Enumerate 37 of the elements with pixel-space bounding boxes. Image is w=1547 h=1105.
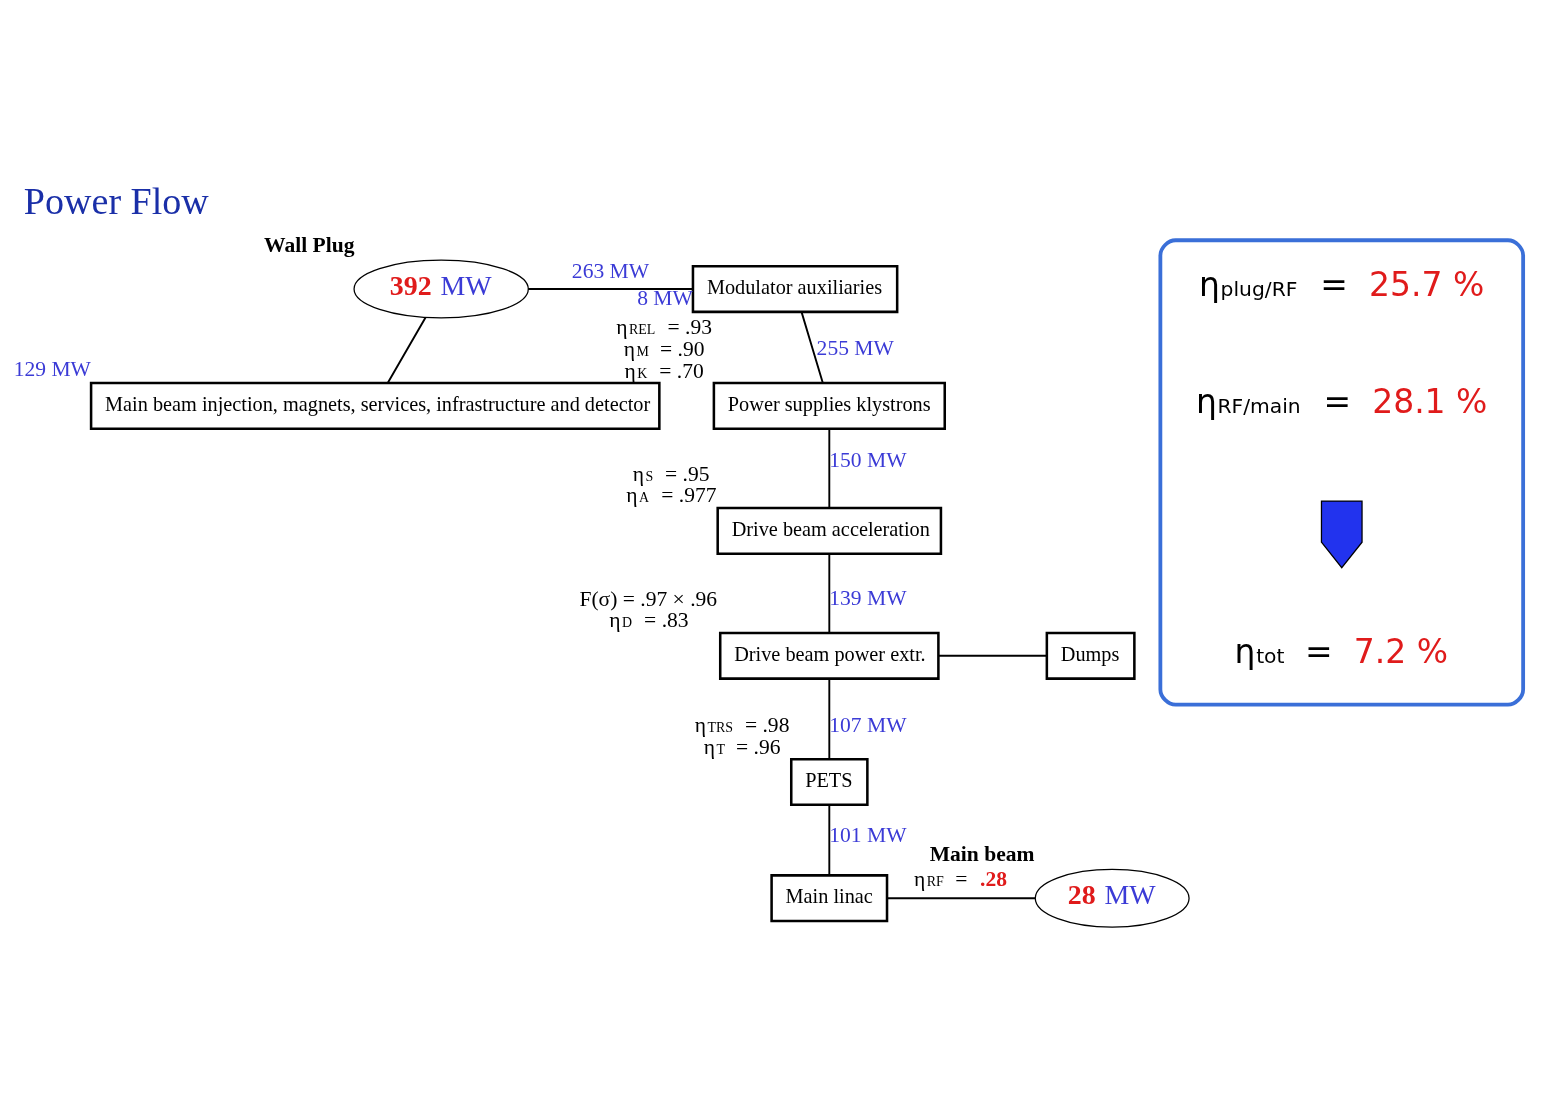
connector <box>886 897 1036 900</box>
edge-label: 150 MW <box>829 447 907 472</box>
node-text: ηRF/main = 28.1 % <box>1195 381 1488 421</box>
edge-label: 101 MW <box>829 823 907 848</box>
node-box: Drive beam power extr. <box>718 631 940 680</box>
connector <box>937 654 1048 657</box>
node-box: Dumps <box>1045 631 1136 680</box>
node-label: Wall Plug <box>264 233 355 258</box>
connector <box>386 316 427 384</box>
edge-label: 139 MW <box>829 586 907 611</box>
node-text: ηtot = 7.2 % <box>1234 631 1449 671</box>
node-arrow <box>1320 500 1363 569</box>
edge-label: 107 MW <box>829 713 907 738</box>
diagram-title: Power Flow <box>23 179 209 222</box>
node-label: 129 MW <box>13 357 91 382</box>
connector <box>800 311 824 384</box>
edge-label: 263 MW <box>571 259 650 284</box>
node-box: PETS <box>790 757 869 807</box>
node-ellipse: 28 MW <box>1034 868 1190 928</box>
node-text: ηplug/RF = 25.7 % <box>1199 264 1485 304</box>
connector <box>828 428 831 509</box>
connector <box>527 288 694 290</box>
node-ellipse: 392 MW <box>353 259 529 319</box>
node-box: Main linac <box>770 874 889 923</box>
node-box: Modulator auxiliaries <box>691 264 899 314</box>
node-label: ηREL = .93 <box>616 315 713 340</box>
node-box: Drive beam acceleration <box>716 506 943 555</box>
connector <box>828 553 831 634</box>
connector <box>828 678 831 760</box>
edge-label: ηRF = .28 <box>914 867 1007 892</box>
connector <box>828 804 831 877</box>
node-box: Main beam injection, magnets, services, infrastructure and detector <box>89 381 661 430</box>
cluster <box>1158 238 1526 707</box>
edge-label: 255 MW <box>816 336 894 361</box>
node-label: ηTRS = .98 <box>694 713 790 738</box>
node-label: Main beam <box>929 842 1035 867</box>
node-box: Power supplies klystrons <box>712 381 946 430</box>
